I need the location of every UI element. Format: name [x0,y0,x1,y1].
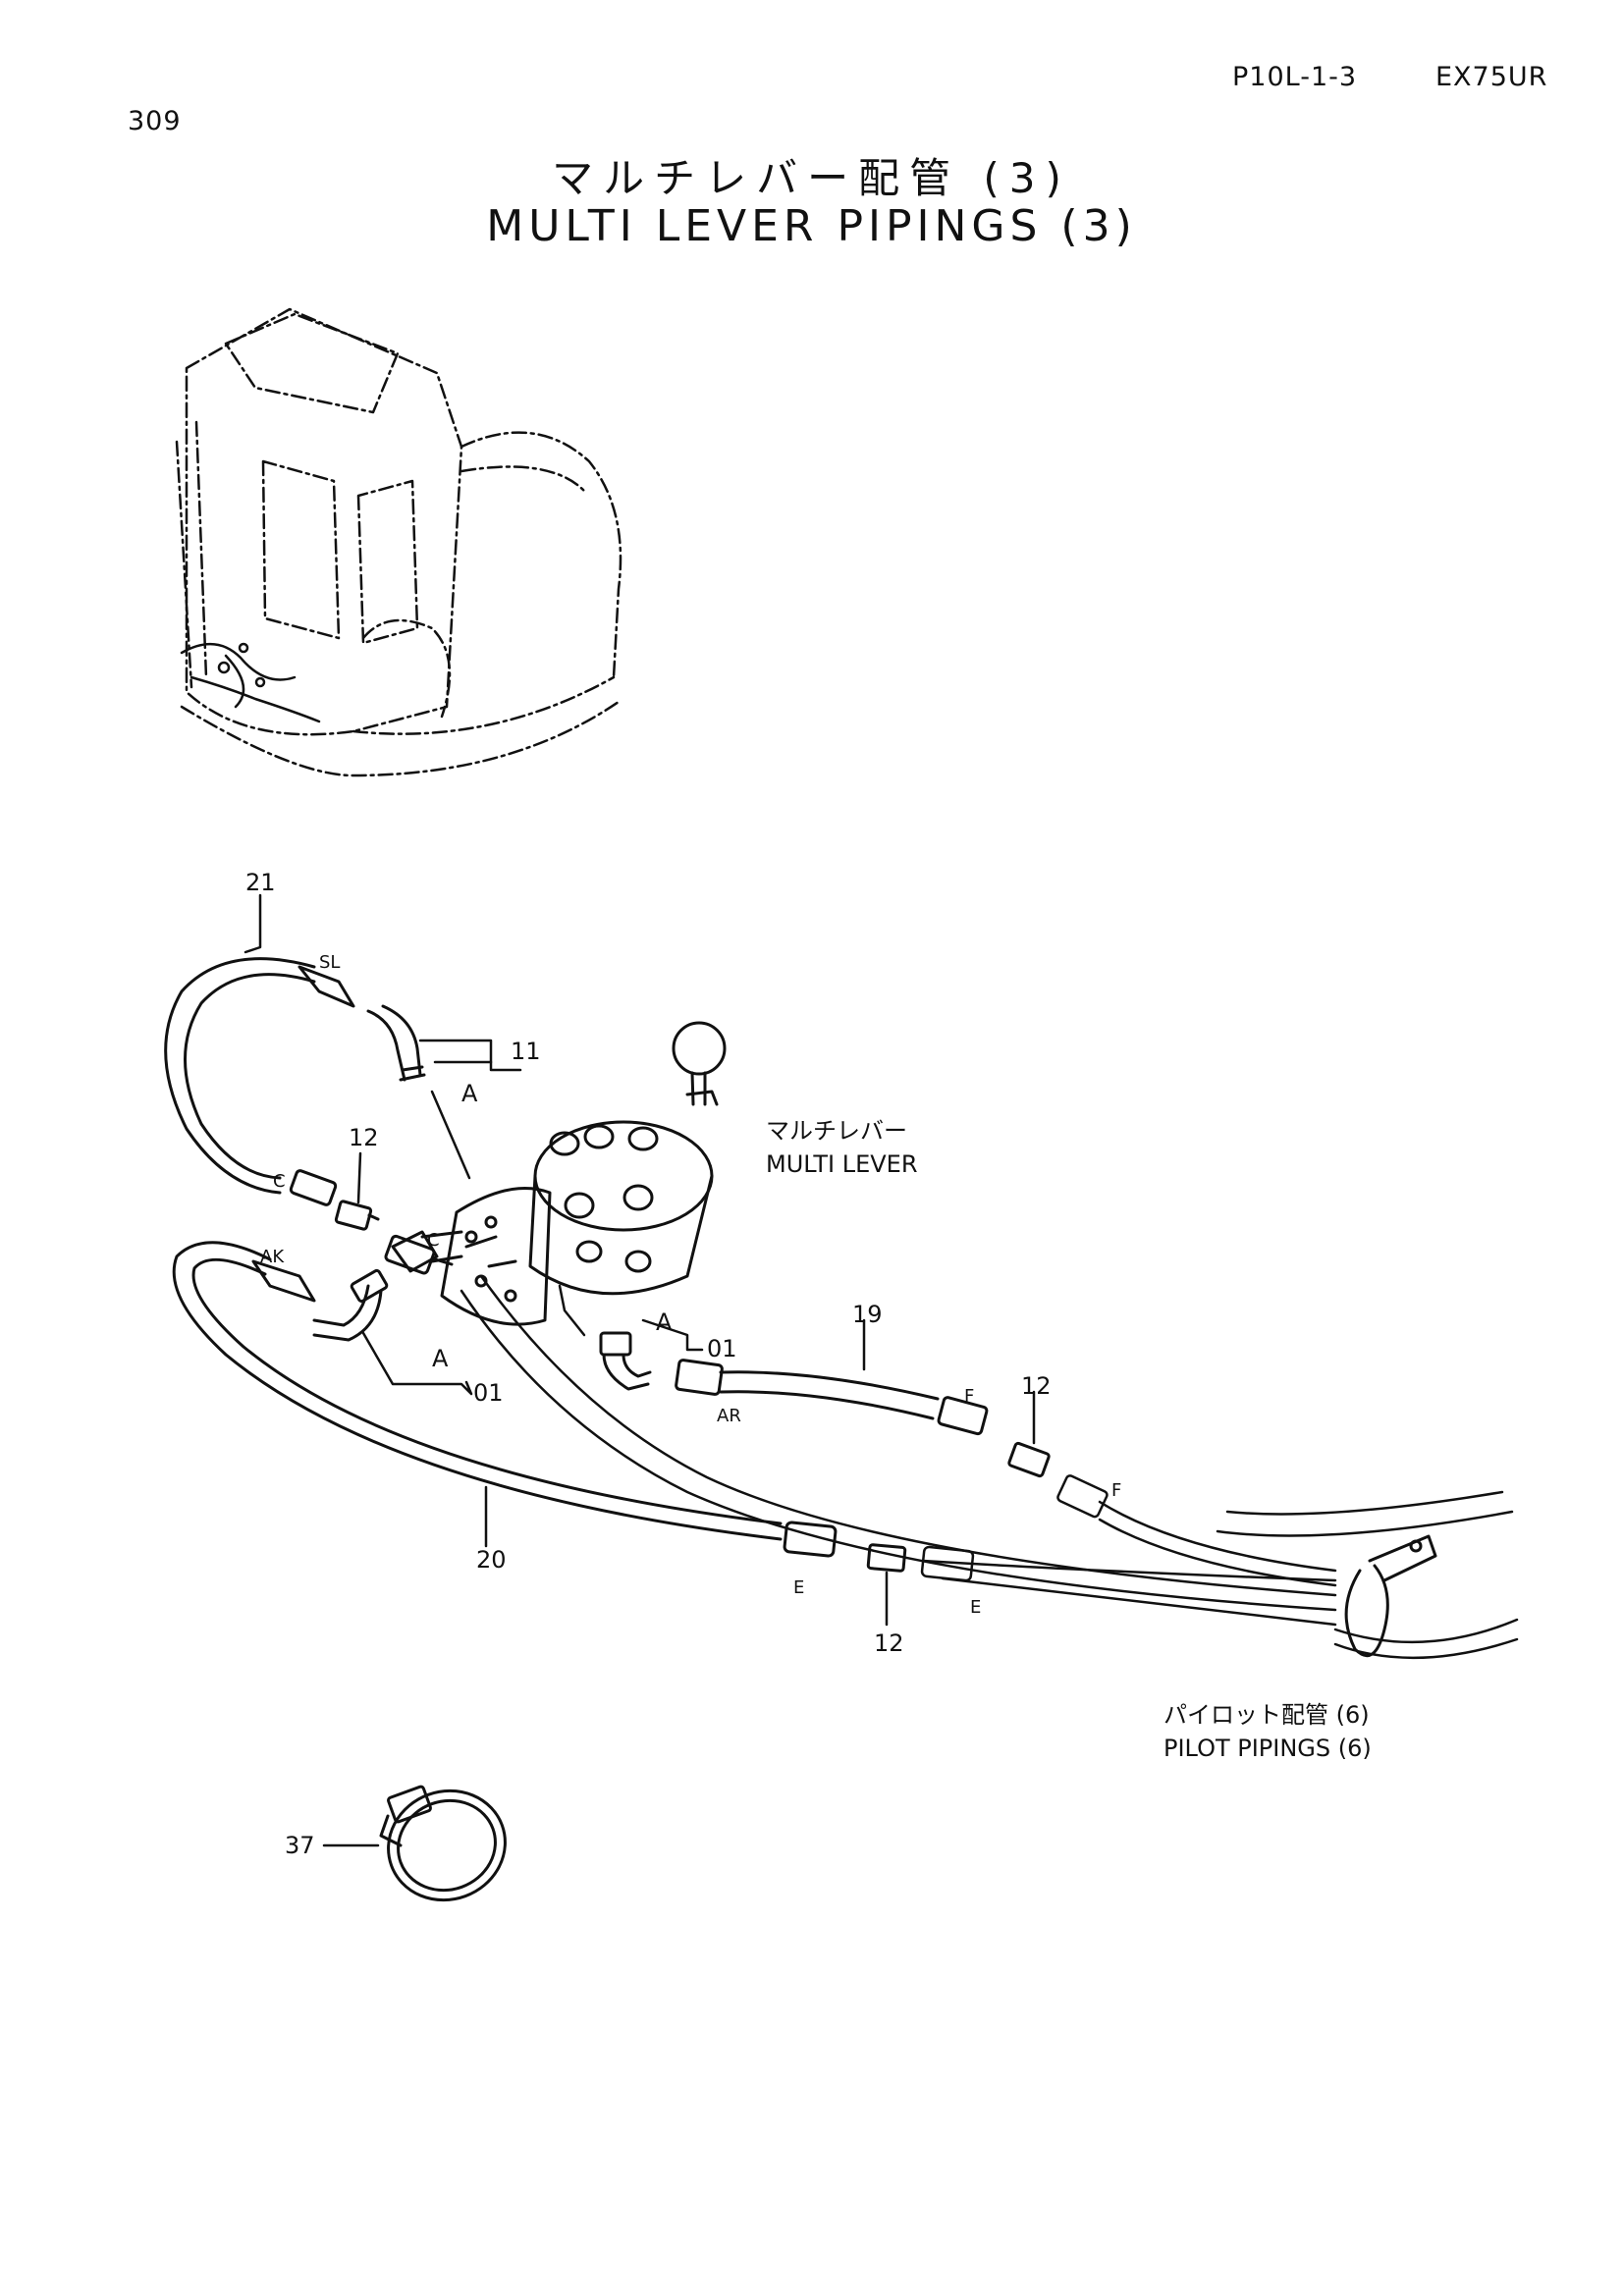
fitting-12-bottom [866,1543,907,1573]
pilot-pipings-label-en: PILOT PIPINGS (6) [1163,1735,1372,1762]
elbow-01-right [599,1331,652,1391]
cab-controls-sketch [180,642,321,723]
page-code: P10L-1-3 [1232,62,1358,92]
fitting-port-c [384,1234,454,1275]
fitting-12-right [1007,1441,1051,1478]
cable-tie-37 [379,1785,507,1902]
port-label-a3: A [656,1308,673,1336]
elbow-01-left [312,1268,389,1342]
port-label-e2: E [970,1597,982,1618]
callout-20: 20 [476,1546,507,1574]
callout-12-upper: 12 [349,1124,379,1151]
model-name: EX75UR [1435,62,1548,92]
pilot-pipings-bundle [460,1274,1519,1660]
port-label-sl: SL [319,952,341,973]
port-label-ar: AR [717,1406,741,1426]
port-label-a1: A [461,1080,478,1107]
multi-lever-label-jp: マルチレバー [766,1117,907,1145]
excavator-cab-illustration [175,307,622,777]
pilot-pipings-label-jp: パイロット配管 (6) [1163,1701,1370,1729]
port-label-c-block: C [427,1230,440,1251]
pilot-pipings-note: パイロット配管 (6) PILOT PIPINGS (6) [1163,1698,1372,1765]
port-label-ak: AK [260,1247,285,1267]
page-number: 309 [128,106,182,136]
hose-19 [675,1359,989,1436]
callout-12-bottom: 12 [874,1629,904,1657]
port-label-e1: E [793,1577,805,1598]
port-label-f1: F [964,1386,975,1407]
callout-12-right: 12 [1021,1372,1052,1400]
title-japanese: マルチレバー配管 (3) [552,154,1071,202]
fitting-12-upper [334,1200,380,1231]
callout-11: 11 [511,1038,541,1065]
callout-21: 21 [245,869,276,896]
callout-01-left: 01 [473,1379,504,1407]
callout-37: 37 [285,1832,315,1859]
leader-lines [243,893,1036,1847]
title-english: MULTI LEVER PIPINGS (3) [486,201,1137,251]
hose-20 [172,1241,838,1558]
multi-lever-note: マルチレバー MULTI LEVER [766,1114,918,1181]
multi-lever-valve [391,1021,727,1326]
callout-19: 19 [852,1301,883,1328]
hose-21 [164,957,355,1206]
port-label-f2: F [1111,1480,1122,1501]
port-label-c-left: C [273,1171,286,1192]
port-label-a2: A [432,1345,449,1372]
callout-01-right: 01 [707,1335,737,1362]
bundle-clamp [1344,1534,1437,1658]
fitting-11 [366,1004,426,1082]
multi-lever-label-en: MULTI LEVER [766,1150,918,1178]
